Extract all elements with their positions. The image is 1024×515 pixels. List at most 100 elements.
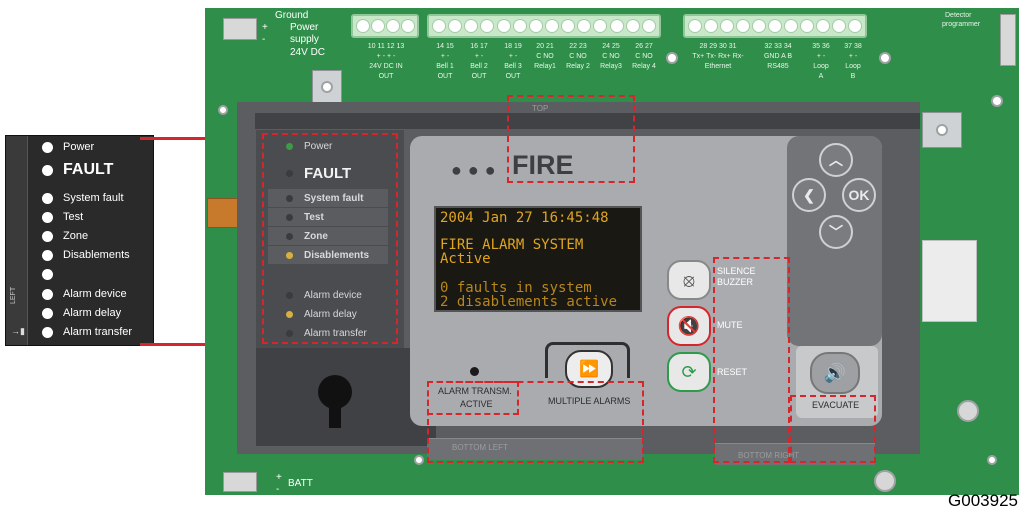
left-strip-bar — [6, 136, 28, 345]
highlight-bottom-left — [427, 381, 644, 463]
ok-button[interactable]: OK — [842, 178, 876, 212]
voltage-label: 24V DC — [290, 47, 326, 58]
status-led-label: System fault — [304, 192, 364, 204]
status-led-row: Power — [268, 137, 388, 155]
legend-label: Test — [63, 211, 84, 223]
legend-item: System fault — [42, 190, 124, 206]
nav-down-button[interactable]: ﹀ — [819, 215, 853, 249]
pcb-label-chip — [922, 240, 977, 322]
batt-label: BATT — [288, 478, 313, 489]
alarm-transm-led — [470, 367, 479, 376]
status-led-icon — [286, 232, 293, 240]
fire-dots-icon: ●●● — [451, 160, 502, 180]
status-led-icon — [286, 213, 293, 221]
status-led-label: Alarm delay — [304, 308, 357, 320]
panel-top-strip — [255, 113, 920, 129]
pcb-mount-hole — [666, 52, 678, 64]
power-connector — [223, 18, 257, 40]
terminal-names: Bell 2 — [470, 63, 488, 70]
terminal-pins: + - — [816, 53, 826, 60]
pcb-mount-hole — [987, 455, 997, 465]
legend-item: Alarm delay — [42, 305, 121, 321]
highlight-left-leds — [262, 133, 398, 344]
terminal-numbers: 24 25 — [602, 43, 620, 50]
terminal-sub: OUT — [437, 73, 453, 80]
status-led-label: Zone — [304, 230, 328, 242]
legend-label: Power — [63, 141, 95, 153]
terminal-numbers: 22 23 — [569, 43, 587, 50]
legend-dot-icon — [42, 249, 53, 261]
legend-item: Disablements — [42, 247, 130, 263]
terminal-numbers: 18 19 — [504, 43, 522, 50]
legend-label: FAULT — [63, 161, 114, 178]
status-led-icon — [286, 310, 293, 318]
terminal-names: Relay 4 — [632, 63, 656, 70]
legend-dot-icon — [42, 164, 53, 176]
nav-left-button[interactable]: ❮ — [792, 178, 826, 212]
multiple-alarms-label: MULTIPLE ALARMS — [548, 396, 631, 406]
terminal-sub: B — [850, 73, 856, 80]
status-led-row: Alarm device — [268, 286, 388, 304]
arrow-top-line — [140, 137, 248, 140]
terminal-names: Bell 1 — [436, 63, 454, 70]
silence-buzzer-button[interactable]: ⦻ — [667, 260, 711, 300]
highlight-top — [507, 95, 635, 183]
terminal-sub: A — [818, 73, 824, 80]
reset-button[interactable]: ⟳ — [667, 352, 711, 392]
terminal-numbers: 14 15 — [436, 43, 454, 50]
legend-dot-icon — [42, 141, 53, 153]
legend-label: Zone — [63, 230, 89, 242]
bottom-right-label: BOTTOM RIGHT — [738, 451, 800, 460]
status-led-row: FAULT — [268, 162, 388, 184]
evacuate-button[interactable]: 🔊 — [810, 352, 860, 394]
legend-item: Alarm device — [42, 286, 127, 302]
nav-up-button[interactable]: ︿ — [819, 143, 853, 177]
left-side-text: LEFT — [10, 286, 17, 304]
terminal-names: Bell 3 — [504, 63, 522, 70]
brand-label: FIRE — [512, 150, 574, 180]
status-led-icon — [286, 291, 293, 299]
terminal-numbers: 16 17 — [470, 43, 488, 50]
bottom-left-strip — [427, 438, 643, 460]
legend-dot-icon — [42, 326, 53, 338]
terminal-numbers: 10 11 12 13 — [367, 43, 405, 50]
legend-item: FAULT — [42, 161, 114, 178]
mute-button[interactable]: 🔇 — [667, 306, 711, 346]
pcb-mount-hole — [991, 95, 1003, 107]
terminal-names: Relay 2 — [566, 63, 590, 70]
status-led-icon — [286, 169, 293, 177]
terminal-pins: + - — [508, 53, 518, 60]
legend-item: Alarm transfer — [42, 324, 132, 340]
terminal-pins: GND A B — [763, 53, 792, 60]
terminal-numbers: 20 21 — [536, 43, 554, 50]
legend-dot-icon — [42, 307, 53, 319]
status-led-icon — [286, 142, 293, 150]
ground-label: Ground — [275, 10, 309, 21]
terminal-numbers: 35 36 — [812, 43, 830, 50]
status-led-row: Disablements — [268, 246, 388, 264]
terminal-names: Loop — [845, 63, 861, 70]
lcd-display: 2004 Jan 27 16:45:48 FIRE ALARM SYSTEM A… — [434, 206, 642, 312]
terminal-numbers: 32 33 34 — [764, 43, 792, 50]
power-label: Power — [290, 22, 319, 33]
terminal-sub: OUT — [378, 73, 394, 80]
legend-item: Zone — [42, 228, 88, 244]
terminal-names: Relay1 — [534, 63, 556, 70]
lcd-line-status: Active — [440, 251, 491, 267]
highlight-right-buttons — [713, 257, 790, 463]
terminal-pins: C NO — [602, 53, 620, 60]
highlight-alarm-transm — [427, 381, 519, 415]
legend-dot-icon — [42, 230, 53, 242]
legend-dot-icon — [42, 192, 53, 204]
status-led-label: Test — [304, 211, 324, 223]
evacuate-label: EVACUATE — [812, 400, 860, 410]
legend-item: Power — [42, 139, 94, 155]
highlight-bottom-right — [790, 395, 876, 463]
batt-minus-sign: - — [276, 484, 280, 495]
